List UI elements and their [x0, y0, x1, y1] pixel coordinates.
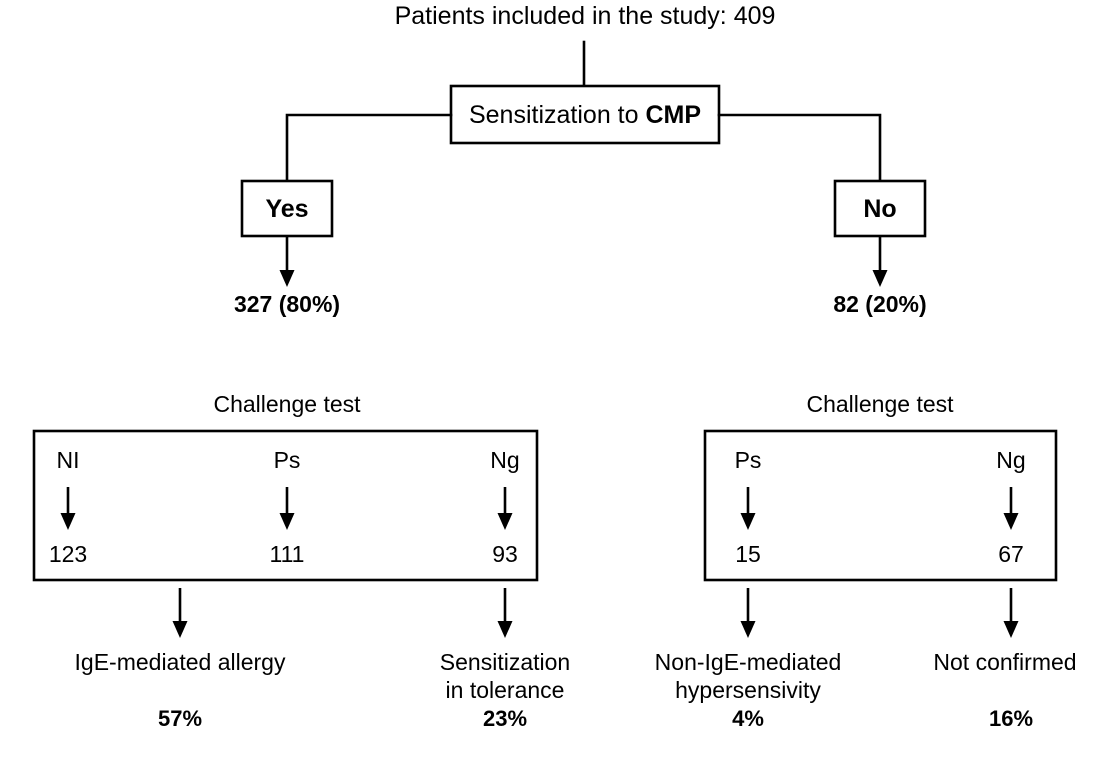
decision-box-label: Sensitization to CMP [469, 101, 701, 129]
arrow-head-left-1 [279, 513, 295, 530]
decision-text-bold: CMP [645, 101, 701, 129]
outcome-percent-2: 4% [732, 706, 764, 731]
challenge-right-heading: Challenge test [806, 391, 954, 417]
challenge-right-code-0: Ps [735, 447, 762, 473]
arrow-head-outcome-3 [1003, 621, 1019, 638]
outcome-label-1-line-0: Sensitization [440, 649, 570, 675]
challenge-left-heading: Challenge test [213, 391, 361, 417]
arrow-head-right-1 [1003, 513, 1019, 530]
challenge-left-code-0: NI [57, 447, 80, 473]
challenge-left-value-2: 93 [492, 541, 518, 567]
outcome-label-0-line-0: IgE-mediated allergy [75, 649, 286, 675]
challenge-right-value-1: 67 [998, 541, 1024, 567]
arrow-head-outcome-0 [172, 621, 188, 638]
challenge-left-code-2: Ng [490, 447, 519, 473]
challenge-right-value-0: 15 [735, 541, 761, 567]
arrow-head-no-count [872, 270, 888, 287]
outcome-label-2-line-1: hypersensivity [675, 677, 821, 703]
outcome-percent-3: 16% [989, 706, 1033, 731]
branch-box-yes [240, 179, 334, 238]
connector-decision-to-no [717, 113, 882, 183]
branch-count-yes: 327 (80%) [234, 291, 340, 317]
outcome-percent-1: 23% [483, 706, 527, 731]
challenge-right-box [703, 429, 1058, 582]
challenge-left-box [32, 429, 539, 582]
outcome-label-2-line-0: Non-IgE-mediated [655, 649, 842, 675]
arrow-head-right-0 [740, 513, 756, 530]
outcome-percent-0: 57% [158, 706, 202, 731]
branch-label-yes: Yes [265, 195, 308, 223]
arrow-head-outcome-1 [497, 621, 513, 638]
arrow-head-left-0 [60, 513, 76, 530]
outcome-label-3-line-0: Not confirmed [933, 649, 1076, 675]
decision-text-plain: Sensitization to [469, 101, 646, 129]
branch-box-no [833, 179, 927, 238]
challenge-left-value-0: 123 [49, 541, 87, 567]
arrow-head-left-2 [497, 513, 513, 530]
challenge-left-code-1: Ps [274, 447, 301, 473]
outcome-label-1-line-1: in tolerance [446, 677, 565, 703]
study-title: Patients included in the study: 409 [395, 2, 776, 30]
arrow-head-yes-count [279, 270, 295, 287]
branch-label-no: No [863, 195, 896, 223]
challenge-right-code-1: Ng [996, 447, 1025, 473]
connector-decision-to-yes [285, 113, 453, 183]
arrow-head-outcome-2 [740, 621, 756, 638]
challenge-left-value-1: 111 [270, 541, 305, 567]
branch-count-no: 82 (20%) [833, 291, 926, 317]
